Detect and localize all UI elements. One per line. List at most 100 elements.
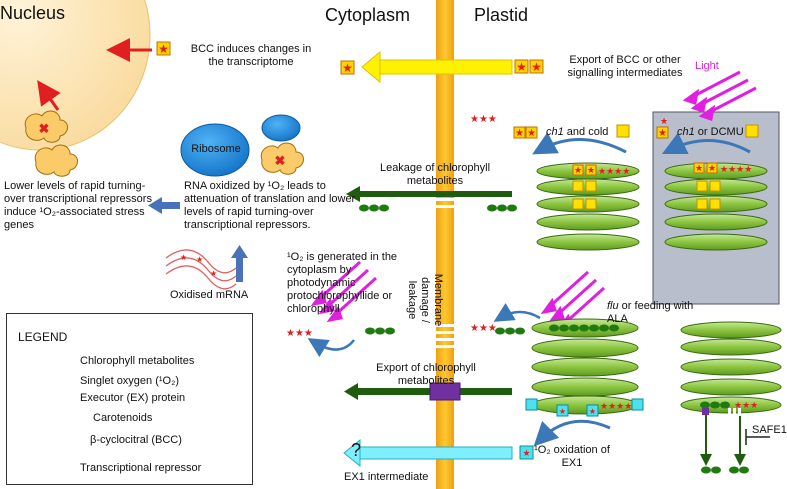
- executor-protein-icon: ★: [519, 445, 534, 460]
- svg-text:★★★★: ★★★★: [598, 166, 630, 176]
- svg-text:★: ★: [658, 128, 667, 139]
- repressor-oxidized-nucleus: ✖: [24, 110, 68, 143]
- executor-protein-icon: [556, 404, 569, 417]
- chlorophyll-metabolites-icon: [365, 327, 525, 335]
- bcc-icon: ★ ★: [513, 126, 538, 139]
- svg-text:★: ★: [196, 255, 203, 264]
- legend-box: [6, 313, 253, 485]
- svg-text:★: ★: [180, 253, 187, 262]
- carotenoid-icon: [745, 124, 759, 138]
- svg-text:★: ★: [559, 407, 566, 416]
- carotenoid-icon: [696, 180, 708, 192]
- legend-item-carotenoids: Carotenoids: [93, 412, 153, 424]
- carotenoid-icon: [709, 180, 721, 192]
- leakage-arrow: [346, 186, 512, 202]
- plastid-header: Plastid: [474, 5, 529, 25]
- ch1-cold-label: ch1 and cold: [546, 126, 609, 138]
- svg-text:★★★: ★★★: [734, 400, 758, 410]
- ex1-intermediate-label: EX1 intermediate: [344, 471, 429, 483]
- singlet-oxygen-icon: ★★★: [286, 328, 313, 339]
- cytoplasm-curve-arrow: [307, 338, 355, 358]
- chlorophyll-metabolites-icon: [359, 204, 517, 212]
- carotenoid-icon: [696, 198, 708, 210]
- thylakoid-stack-flu: [531, 318, 639, 415]
- oxidised-mrna-label: Oxidised mRNA: [170, 289, 249, 301]
- singlet-oxygen-icon: ★★★: [470, 114, 497, 125]
- svg-text:✖: ✖: [275, 153, 286, 168]
- legend-item-chlorophyll: Chlorophyll metabolites: [80, 355, 195, 367]
- bcc-icon: [706, 162, 718, 174]
- oxidised-mrna-up-arrow: [231, 245, 248, 282]
- carotenoid-icon: [585, 198, 597, 210]
- chlorophyll-metabolites-icon: [701, 466, 749, 474]
- repressor-to-nucleus-arrow: [37, 80, 61, 111]
- rna-to-repressors-arrow: [148, 197, 180, 214]
- export-chlorophyll-label: Export of chlorophyll metabolites: [376, 362, 476, 387]
- svg-text:★: ★: [158, 42, 169, 56]
- o2-generated-label: ¹O₂ is generated in the cytoplasm by pho…: [287, 251, 398, 315]
- bcc-induces-label: BCC induces changes in the transcriptome: [190, 43, 312, 68]
- ex1-oxidation-curve-arrow: [533, 419, 611, 447]
- light-label: Light: [695, 60, 719, 72]
- cytoplasm-header: Cytoplasm: [325, 5, 411, 25]
- question-mark: ?: [351, 440, 362, 460]
- svg-text:★: ★: [516, 60, 527, 74]
- svg-text:★: ★: [527, 128, 536, 139]
- carotenoid-icon: [616, 124, 630, 138]
- leakage-label: Leakage of chlorophyll metabolites: [379, 162, 491, 187]
- svg-text:★: ★: [589, 407, 596, 416]
- carotenoid-icon: [572, 198, 584, 210]
- svg-text:★★★★: ★★★★: [720, 164, 752, 174]
- carotenoid-icon: [709, 198, 721, 210]
- legend-item-executor: Executor (EX) protein: [80, 392, 186, 404]
- executor-protein-icon: [525, 398, 538, 411]
- legend-item-singlet-oxygen: Singlet oxygen (¹O₂): [80, 375, 180, 387]
- carotenoid-icon: [572, 180, 584, 192]
- export-bcc-label: Export of BCC or other signalling interm…: [567, 54, 683, 79]
- legend-title: LEGEND: [18, 330, 68, 344]
- lower-levels-label: Lower levels of rapid turning-over trans…: [4, 180, 152, 231]
- bcc-icon: ★: [156, 41, 171, 56]
- bcc-icon: [572, 164, 584, 176]
- oxidised-mrna-icon: [165, 249, 237, 290]
- chlorophyll-metabolites-row: [549, 324, 619, 332]
- carotenoid-icon: [585, 180, 597, 192]
- svg-text:★: ★: [660, 116, 668, 126]
- light-arrows-top: [682, 70, 757, 121]
- flu-label: flu or feeding with ALA: [607, 300, 694, 325]
- svg-text:★: ★: [574, 165, 582, 175]
- safe1-label: SAFE1: [752, 424, 787, 436]
- ribosome-label: Ribosome: [191, 143, 241, 155]
- singlet-oxygen-icon: ★★★: [470, 323, 497, 334]
- ribosome-small-subunit: [261, 114, 301, 142]
- bcc-icon: [585, 164, 597, 176]
- ch1-dcmu-label: ch1 or DCMU: [677, 126, 744, 138]
- svg-text:★: ★: [210, 269, 217, 278]
- export-chlorophyll-arrow: [344, 382, 512, 401]
- ch1-dcmu-curve-arrow: [661, 132, 751, 155]
- nucleus-header: Nucleus: [0, 3, 66, 23]
- repressor-oxidized-cytoplasm: ✖: [260, 142, 304, 175]
- svg-text:★: ★: [587, 165, 595, 175]
- ribosome-large-subunit: [180, 123, 250, 177]
- bcc-icon: ★: [340, 60, 355, 75]
- svg-text:★: ★: [515, 128, 524, 139]
- svg-text:★: ★: [522, 448, 530, 458]
- executor-protein-icon: [631, 398, 644, 411]
- export-bcc-arrow: [361, 50, 513, 84]
- bcc-icon: [693, 162, 705, 174]
- plastid-envelope: [436, 0, 454, 489]
- executor-protein-icon: [586, 404, 599, 417]
- svg-text:★: ★: [695, 163, 703, 173]
- svg-text:★: ★: [708, 163, 716, 173]
- bcc-icon: ★ ★: [514, 59, 544, 74]
- flu-curve-arrow: [493, 302, 541, 322]
- light-arrows-cytoplasm: [310, 260, 378, 323]
- membrane-damage-label: Membrane damage / leakage: [406, 273, 444, 327]
- ex1-export-arrow: [343, 438, 513, 468]
- rna-oxidized-label: RNA oxidized by ¹O₂ leads to attenuation…: [184, 180, 356, 231]
- legend-item-repressor: Transcriptional repressor: [80, 462, 202, 474]
- thylakoid-stack-safe1: [680, 321, 782, 414]
- legend-item-bcc: β-cyclocitral (BCC): [90, 434, 182, 446]
